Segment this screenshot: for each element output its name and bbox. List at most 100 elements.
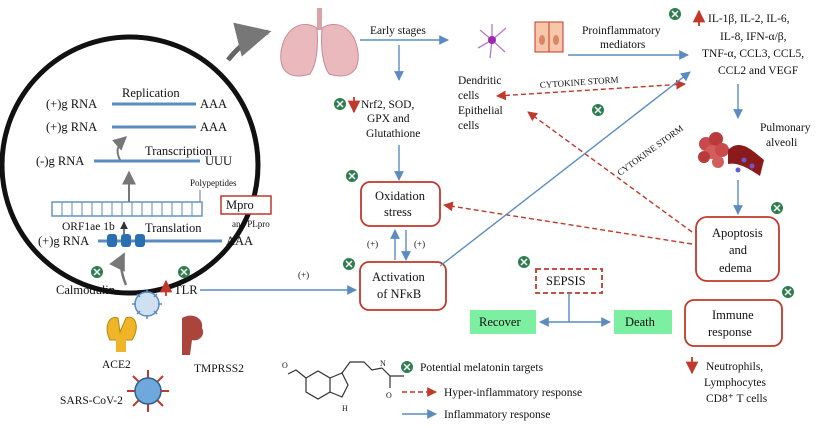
alveoli-icon [698,132,764,176]
aaa-label-1: AAA [200,97,227,111]
nrf2-line-2: GPX and [367,113,410,125]
translation-label: Translation [145,221,202,235]
mpro-label: Mpro [226,198,254,212]
pulmonary-line-2: alveoli [766,137,797,149]
death-label: Death [625,315,656,329]
melatonin-target-nfkb-icon [343,258,355,270]
dendritic-cell-icon [477,24,507,59]
proinflam-line-2: mediators [600,39,646,51]
svg-text:O: O [386,391,392,400]
legend-inflam-label: Inflammatory response [444,409,550,421]
tmprss2-receptor-icon [182,315,204,355]
outcome-line-2: Lymphocytes [704,377,766,389]
dendritic-line-4: cells [458,120,480,132]
apoptosis-to-oxidation-arrow [443,201,693,245]
melatonin-target-tlr-icon [178,266,190,278]
outcome-line-1: Neutrophils, [706,361,763,373]
pulmonary-line-1: Pulmonary [760,122,811,134]
cytokine-storm-arrow-2 [527,111,693,233]
apoptosis-line-1: Apoptosis [712,226,763,240]
melatonin-target-calmodulin-icon [91,266,103,278]
apoptosis-box [695,216,780,282]
transcription-label: Transcription [145,144,213,158]
plpro-label: and PLpro [232,219,270,229]
dendritic-line-3: Epithelial [458,105,503,117]
svg-text:N: N [380,359,386,368]
immune-response-box [684,299,783,347]
uuu-label: UUU [205,154,232,168]
svg-text:H: H [342,404,348,413]
oxidation-stress-box [360,181,441,227]
cytokine-storm-label-1: CYTOKINE STORM [539,75,618,90]
melatonin-target-storm-icon [592,104,604,116]
tlr-label: TLR [174,283,198,297]
immune-line-2: response [708,325,752,339]
replication-arrow [111,136,128,161]
pos-rna-label-3: (+)g RNA [38,234,89,248]
sepsis-label: SEPSIS [546,274,586,288]
orf-polyprotein-bar [51,201,203,217]
plus-tlr-label: (+) [298,270,309,280]
apoptosis-line-3: edema [719,261,752,275]
nfkb-line-2: of NFκB [377,287,421,301]
cytokine-storm-arrow-1 [496,79,686,101]
cytokines-line-2: IL-8, IFN-α/β, [720,31,787,43]
plus-left-label: (+) [367,239,378,249]
virus-label: SARS-CoV-2 [60,395,123,407]
cytokines-line-1: IL-1β, IL-2, IL-6, [708,13,790,25]
virus-in-cell-icon [132,289,162,319]
pos-rna-label-2: (+)g RNA [46,120,97,134]
early-stages-label: Early stages [370,25,426,37]
melatonin-molecule-icon: H N O O [282,359,404,413]
recover-label: Recover [479,315,521,329]
sepsis-box [535,268,603,294]
tmprss2-label: TMPRSS2 [194,363,244,375]
cytokines-line-4: CCL2 and VEGF [718,65,798,77]
legend-melatonin-label: Potential melatonin targets [420,362,544,374]
dendritic-line-1: Dendritic [458,75,501,87]
replication-label: Replication [122,86,180,100]
oxidation-line-2: stress [384,205,412,219]
polypeptides-label: Polypeptides [190,178,237,188]
pos-rna-label-1: (+)g RNA [46,97,97,111]
mpro-box [220,195,272,215]
lungs-icon [280,8,359,77]
ace2-receptor-icon [106,316,137,352]
cell-membrane [0,34,261,296]
cytokines-line-3: TNF-α, CCL3, CCL5, [702,48,804,60]
death-box [614,310,672,334]
melatonin-target-immune-icon [782,286,794,298]
cell-to-lungs-arrow [226,22,272,62]
calmodulin-label: Calmodulin [56,283,116,297]
recover-box [470,310,536,334]
oxidation-line-1: Oxidation [375,189,426,203]
aaa-label-3: AAA [226,234,253,248]
immune-line-1: Immune [712,308,754,322]
sars-cov-2-icon [127,370,169,412]
legend-melatonin-icon [401,361,413,373]
melatonin-target-proinflam-icon [669,8,681,20]
aaa-label-2: AAA [200,120,227,134]
epithelial-cell-icon [534,21,564,53]
dendritic-line-2: cells [458,90,480,102]
melatonin-target-sepsis-icon [518,256,530,268]
apoptosis-line-2: and [729,243,748,257]
melatonin-target-oxidation-icon [346,170,358,182]
nrf2-line-1: Nrf2, SOD, [361,99,414,111]
nrf2-line-3: Glutathione [366,128,420,140]
nfkb-line-1: Activation [372,270,426,284]
ribosome-icons [107,234,145,247]
legend-hyper-label: Hyper-inflammatory response [444,387,582,399]
plus-right-label: (+) [414,239,425,249]
orf-label: ORF1ae 1b [62,221,115,233]
outcome-line-3: CD8⁺ T cells [706,393,768,405]
melatonin-target-nrf2-icon [334,98,346,110]
entry-arrow [109,252,128,286]
nfkb-box [359,261,447,311]
svg-text:O: O [282,361,288,370]
ace2-label: ACE2 [102,359,131,371]
nfkb-to-cytokines-arrow [439,71,691,267]
melatonin-target-apoptosis-icon [771,202,783,214]
cytokine-storm-label-2: CYTOKINE STORM [615,123,685,177]
